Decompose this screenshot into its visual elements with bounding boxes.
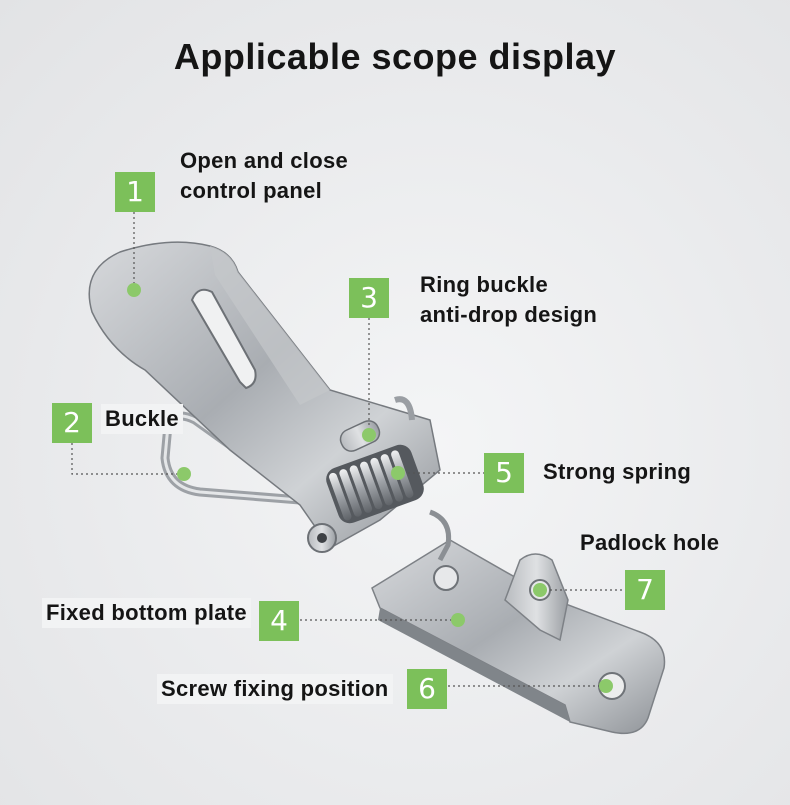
callout-7-badge: 7 [625,570,665,610]
callout-2-badge: 2 [52,403,92,443]
callout-1-line-1: Open and close [180,148,349,173]
callout-5-label: Strong spring [543,459,692,484]
callout-3-label: Ring buckle anti-drop design [420,270,597,330]
callout-4-badge: 4 [259,601,299,641]
callout-1-line-2: control panel [180,178,323,203]
callout-5-badge: 5 [484,453,524,493]
callout-6-label: Screw fixing position [157,674,393,704]
callout-3-line-1: Ring buckle [420,272,548,297]
callout-6-badge: 6 [407,669,447,709]
callout-7-label: Padlock hole [580,530,720,555]
callout-4-label: Fixed bottom plate [42,598,251,628]
callout-3-line-2: anti-drop design [420,302,598,327]
callout-2-label: Buckle [101,404,183,434]
strong-spring [326,444,424,524]
callout-3-badge: 3 [349,278,389,318]
page-title: Applicable scope display [173,36,617,77]
callout-1-badge: 1 [115,172,155,212]
callout-1-label: Open and close control panel [180,146,348,206]
